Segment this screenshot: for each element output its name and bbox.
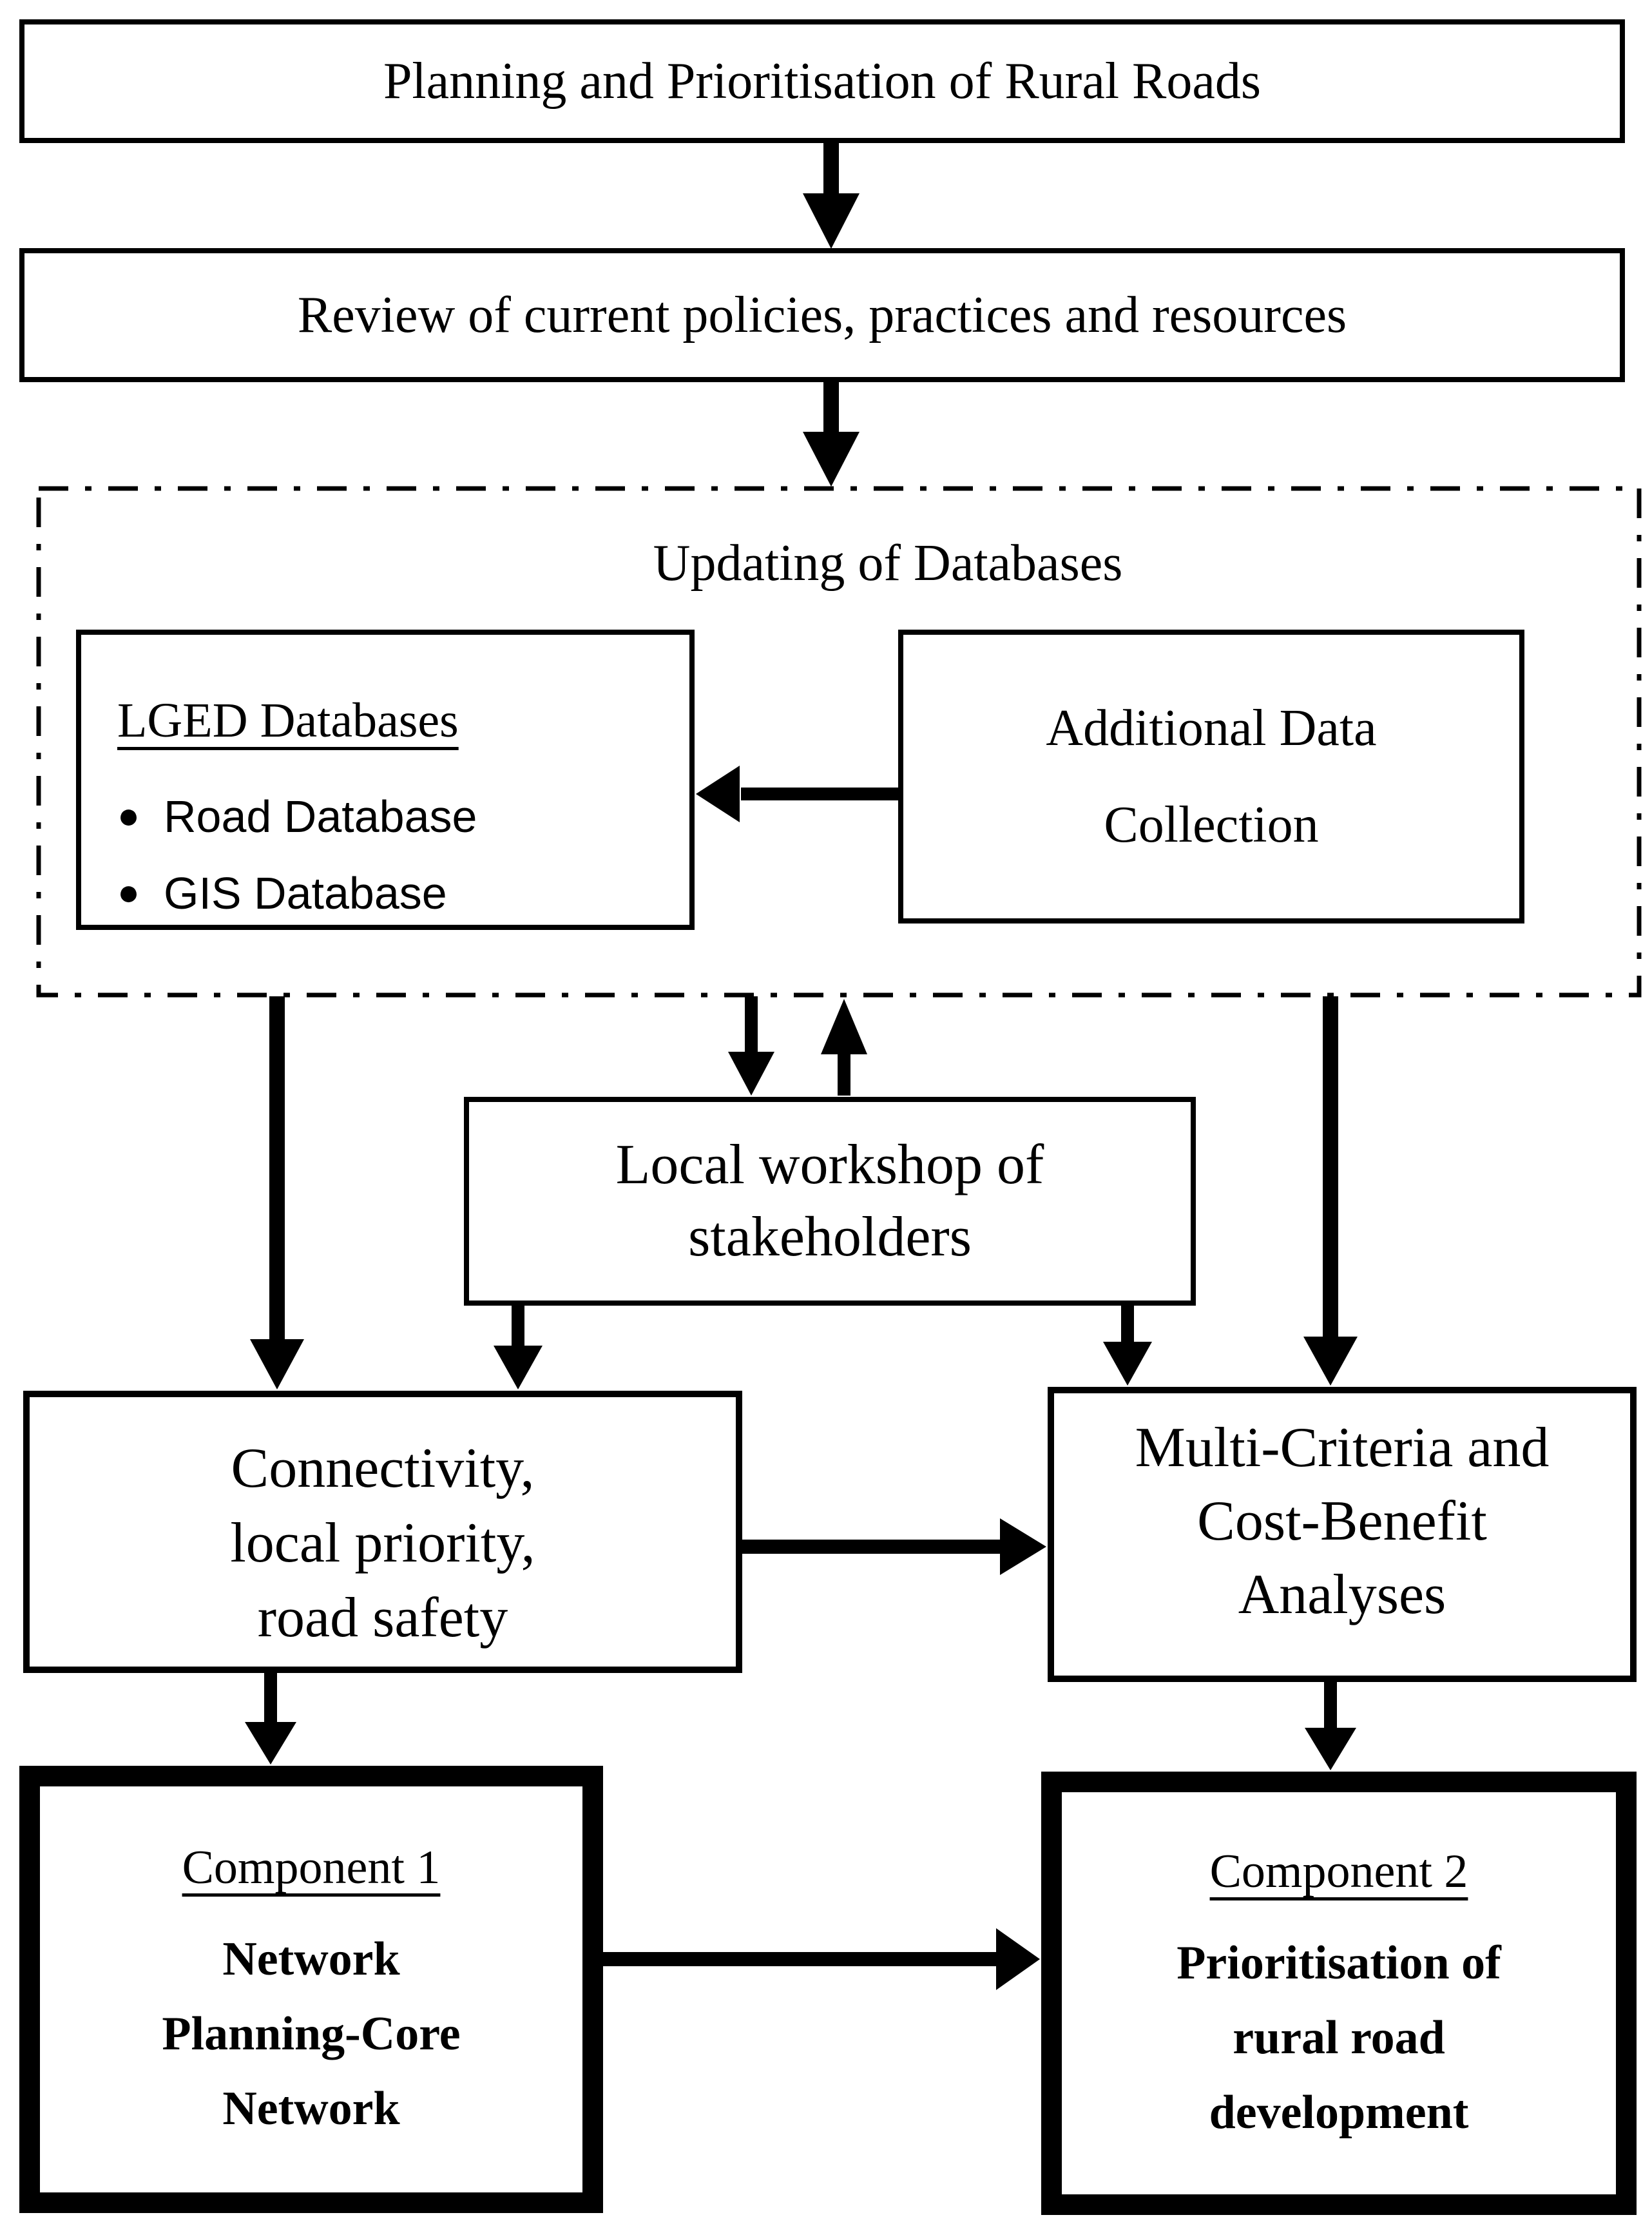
workshop-line-2: stakeholders [688,1206,972,1268]
lged-bullet-gis-label: GIS Database [164,868,447,918]
component1-line-1: Network [222,1933,400,1986]
component1-line-3: Network [222,2082,400,2135]
node-component2: Component 2 Prioritisation of rural road… [1041,1772,1637,2215]
bullet-icon: ● [117,795,140,836]
connectivity-line-2: local priority, [230,1512,535,1574]
lged-title: LGED Databases [117,693,459,748]
arrow-workshop-to-updating [821,999,867,1096]
connectivity-line-1: Connectivity, [231,1437,535,1500]
component1-line-2: Planning-Core [162,2007,461,2060]
component2-line-3: development [1209,2086,1469,2139]
component2-heading: Component 2 [1209,1845,1468,1898]
node-component1: Component 1 Network Planning-Core Networ… [19,1766,603,2213]
multicriteria-line-3: Analyses [1238,1563,1446,1626]
arrow-planning-to-review [803,143,860,249]
component2-line-1: Prioritisation of [1177,1937,1501,1989]
node-review-label: Review of current policies, practices an… [297,286,1347,343]
node-review: Review of current policies, practices an… [19,248,1625,382]
multicriteria-line-2: Cost-Benefit [1197,1490,1487,1552]
arrow-connectivity-to-multicriteria [741,1518,1046,1575]
component2-line-2: rural road [1233,2011,1445,2064]
arrow-connectivity-to-component1 [245,1672,296,1765]
component1-heading: Component 1 [182,1841,441,1894]
arrow-component1-to-component2 [602,1928,1040,1990]
additional-line-1: Additional Data [1046,700,1377,757]
arrow-updating-to-multicriteria [1303,996,1358,1386]
node-lged-databases: LGED Databases ● Road Database ● GIS Datab… [76,630,695,930]
connectivity-line-3: road safety [257,1587,508,1649]
multicriteria-line-1: Multi-Criteria and [1135,1417,1550,1479]
arrow-updating-to-connectivity [250,996,304,1389]
arrow-additional-to-lged [696,766,898,822]
arrow-review-to-updating [803,382,860,487]
lged-bullet-list: ● Road Database ● GIS Database [117,778,477,931]
arrow-multicriteria-to-component2 [1305,1682,1356,1770]
lged-bullet-road-label: Road Database [164,791,477,842]
node-planning: Planning and Prioritisation of Rural Roa… [19,19,1625,143]
lged-bullet-road: ● Road Database [117,778,477,855]
node-multicriteria: Multi-Criteria and Cost-Benefit Analyses [1048,1387,1637,1682]
arrow-updating-to-workshop [728,996,774,1096]
arrow-workshop-to-connectivity [494,1305,543,1389]
node-connectivity: Connectivity, local priority, road safet… [23,1391,742,1673]
node-local-workshop: Local workshop of stakeholders [464,1097,1196,1306]
workshop-line-1: Local workshop of [615,1134,1044,1196]
node-additional-data: Additional Data Collection [898,630,1524,923]
bullet-icon: ● [117,871,140,913]
updating-group-title: Updating of Databases [653,535,1123,592]
arrow-workshop-to-multicriteria [1103,1305,1152,1386]
node-planning-label: Planning and Prioritisation of Rural Roa… [383,52,1262,110]
lged-bullet-gis: ● GIS Database [117,855,477,931]
additional-line-2: Collection [1104,797,1319,853]
